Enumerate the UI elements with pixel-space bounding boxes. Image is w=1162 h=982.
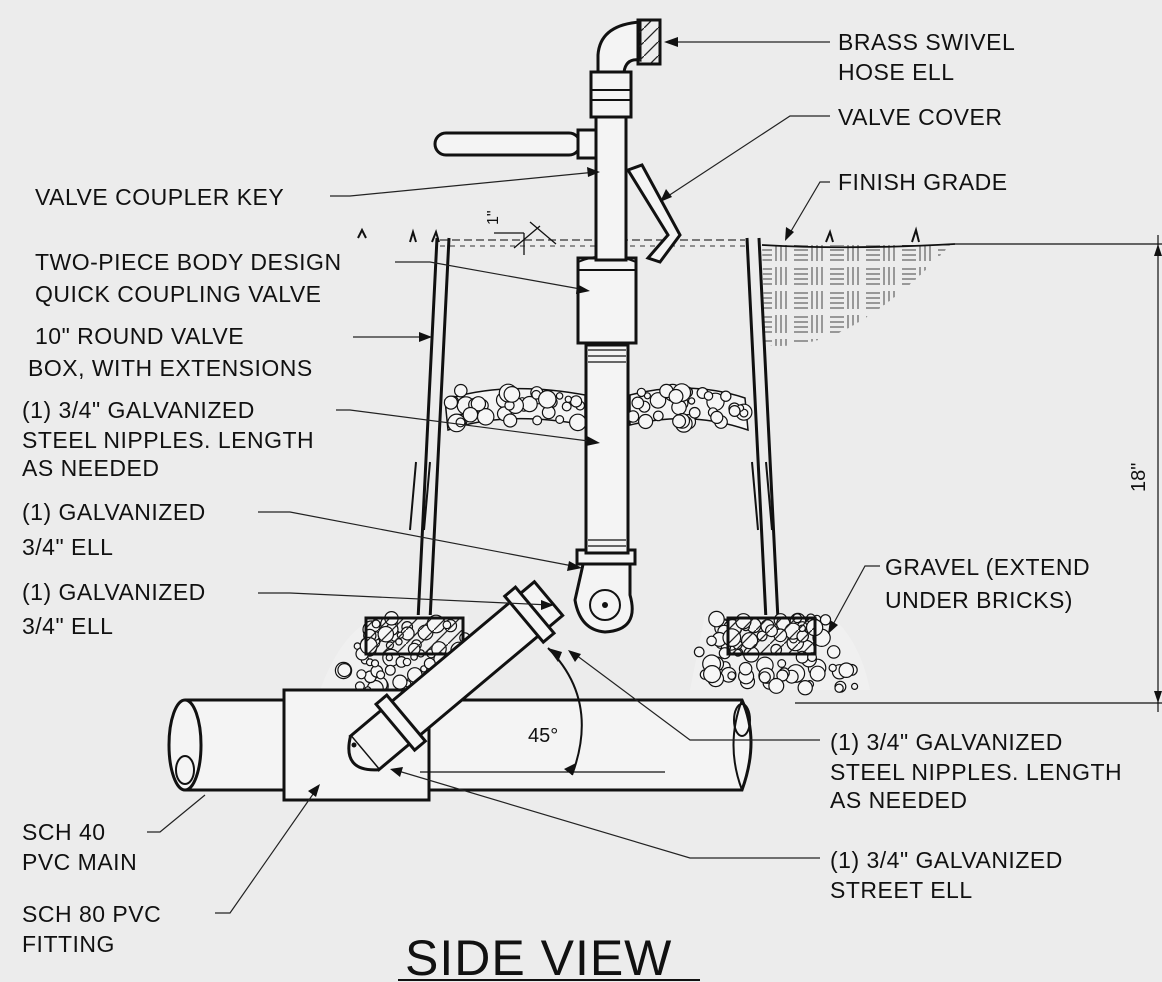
gravel-stone [819, 614, 832, 626]
gravel-stone [443, 395, 458, 410]
gravel-stone [561, 401, 572, 412]
brick-left [364, 616, 465, 656]
gravel-stone [631, 396, 645, 410]
gravel-stone [703, 391, 714, 401]
callout-nipple-upper: (1) 3/4" GALVANIZED STEEL NIPPLES. LENGT… [22, 397, 321, 481]
gravel-stone [376, 670, 386, 680]
grass-marks [357, 226, 920, 243]
callout-gravel: GRAVEL (EXTEND UNDER BRICKS) [885, 554, 1097, 613]
gravel-stone [758, 671, 771, 684]
gravel-stone [668, 388, 684, 404]
gravel-stone [706, 635, 717, 647]
callout-street-ell: (1) 3/4" GALVANIZED STREET ELL [830, 847, 1070, 903]
gravel-stone [455, 417, 466, 428]
street-ell-dot [351, 742, 357, 748]
quick-coupling-valve [576, 255, 638, 345]
gravel-stone [687, 397, 696, 405]
gravel-stone [356, 669, 367, 680]
gravel-stone [453, 383, 468, 398]
riser-nipple [584, 343, 630, 555]
soil-section [440, 239, 956, 346]
callout-valve-box: 10" ROUND VALVE BOX, WITH EXTENSIONS [28, 323, 313, 381]
gravel-stone [392, 674, 408, 690]
pvc-main-pipe [167, 698, 753, 792]
callout-pvc-main: SCH 40 PVC MAIN [22, 819, 137, 875]
depth-dimension [795, 235, 1162, 712]
gravel-stone [838, 662, 855, 678]
callout-ell-upper: (1) GALVANIZED 3/4" ELL [22, 499, 213, 560]
gravel-stone [564, 395, 573, 403]
callout-nipple-lower: (1) 3/4" GALVANIZED STEEL NIPPLES. LENGT… [830, 729, 1129, 813]
gravel-stone [384, 664, 396, 676]
valve-coupler-key [433, 70, 633, 262]
callout-coupler-key: VALVE COUPLER KEY [35, 184, 284, 210]
valve-box [409, 237, 780, 621]
gravel-stone [555, 392, 564, 400]
angle-label: 45° [528, 725, 558, 747]
gravel-stone [569, 395, 583, 408]
leader-lines [147, 37, 880, 914]
gravel-stone [720, 390, 732, 402]
callout-ell-lower: (1) GALVANIZED 3/4" ELL [22, 579, 213, 639]
galvanized-ell [573, 548, 637, 634]
cover-offset-dimension [494, 221, 557, 255]
diagonal-nipple [347, 579, 565, 772]
gravel-stone [809, 665, 826, 682]
callout-pvc-fitting: SCH 80 PVC FITTING [22, 901, 168, 957]
brick-right [726, 616, 817, 656]
gravel-stone [693, 646, 705, 658]
callout-hose-ell: BRASS SWIVEL HOSE ELL [838, 29, 1021, 85]
gravel-stone [503, 386, 521, 403]
angle-arc [420, 647, 665, 776]
gravel-stone [672, 414, 687, 429]
gravel-stone [768, 677, 785, 694]
gravel-stone [727, 671, 737, 680]
cover-offset-label: 1" [485, 210, 502, 225]
callout-finish-grade: FINISH GRADE [838, 169, 1008, 195]
gravel-stone [402, 657, 412, 667]
gravel-stone [503, 413, 518, 428]
gravel-stone [688, 406, 701, 419]
gravel-stone [828, 663, 837, 673]
gravel-stone [637, 413, 654, 430]
gravel-stone [370, 659, 380, 668]
gravel-stone [532, 415, 543, 426]
gravel-stone [337, 662, 352, 678]
gravel-stone [652, 410, 664, 422]
gravel-stone [834, 683, 844, 693]
gravel-stone [636, 387, 647, 398]
callout-quick-valve: TWO-PIECE BODY DESIGN QUICK COUPLING VAL… [35, 249, 348, 307]
gravel-stone [777, 658, 787, 668]
gravel-stone [708, 610, 725, 628]
gravel-stone [728, 405, 741, 418]
callout-valve-cover: VALVE COVER [838, 104, 1002, 130]
gravel-stone [850, 682, 859, 691]
gravel-stone [826, 645, 841, 659]
brass-swivel-hose-ell [596, 18, 662, 74]
drawing-title: SIDE VIEW [405, 930, 672, 982]
gravel-stone [470, 396, 487, 412]
valve-cover [625, 163, 682, 264]
gravel-stone [702, 664, 722, 684]
gravel-stone [555, 415, 565, 425]
gravel-stone [738, 661, 753, 676]
gravel-stone [537, 389, 557, 409]
depth-label: 18" [1128, 463, 1150, 492]
gravel-stone [710, 410, 724, 424]
gravel-stone [797, 680, 813, 696]
gravel-stone [462, 406, 479, 423]
gravel-stone [568, 413, 587, 432]
gravel-upper [443, 383, 753, 433]
